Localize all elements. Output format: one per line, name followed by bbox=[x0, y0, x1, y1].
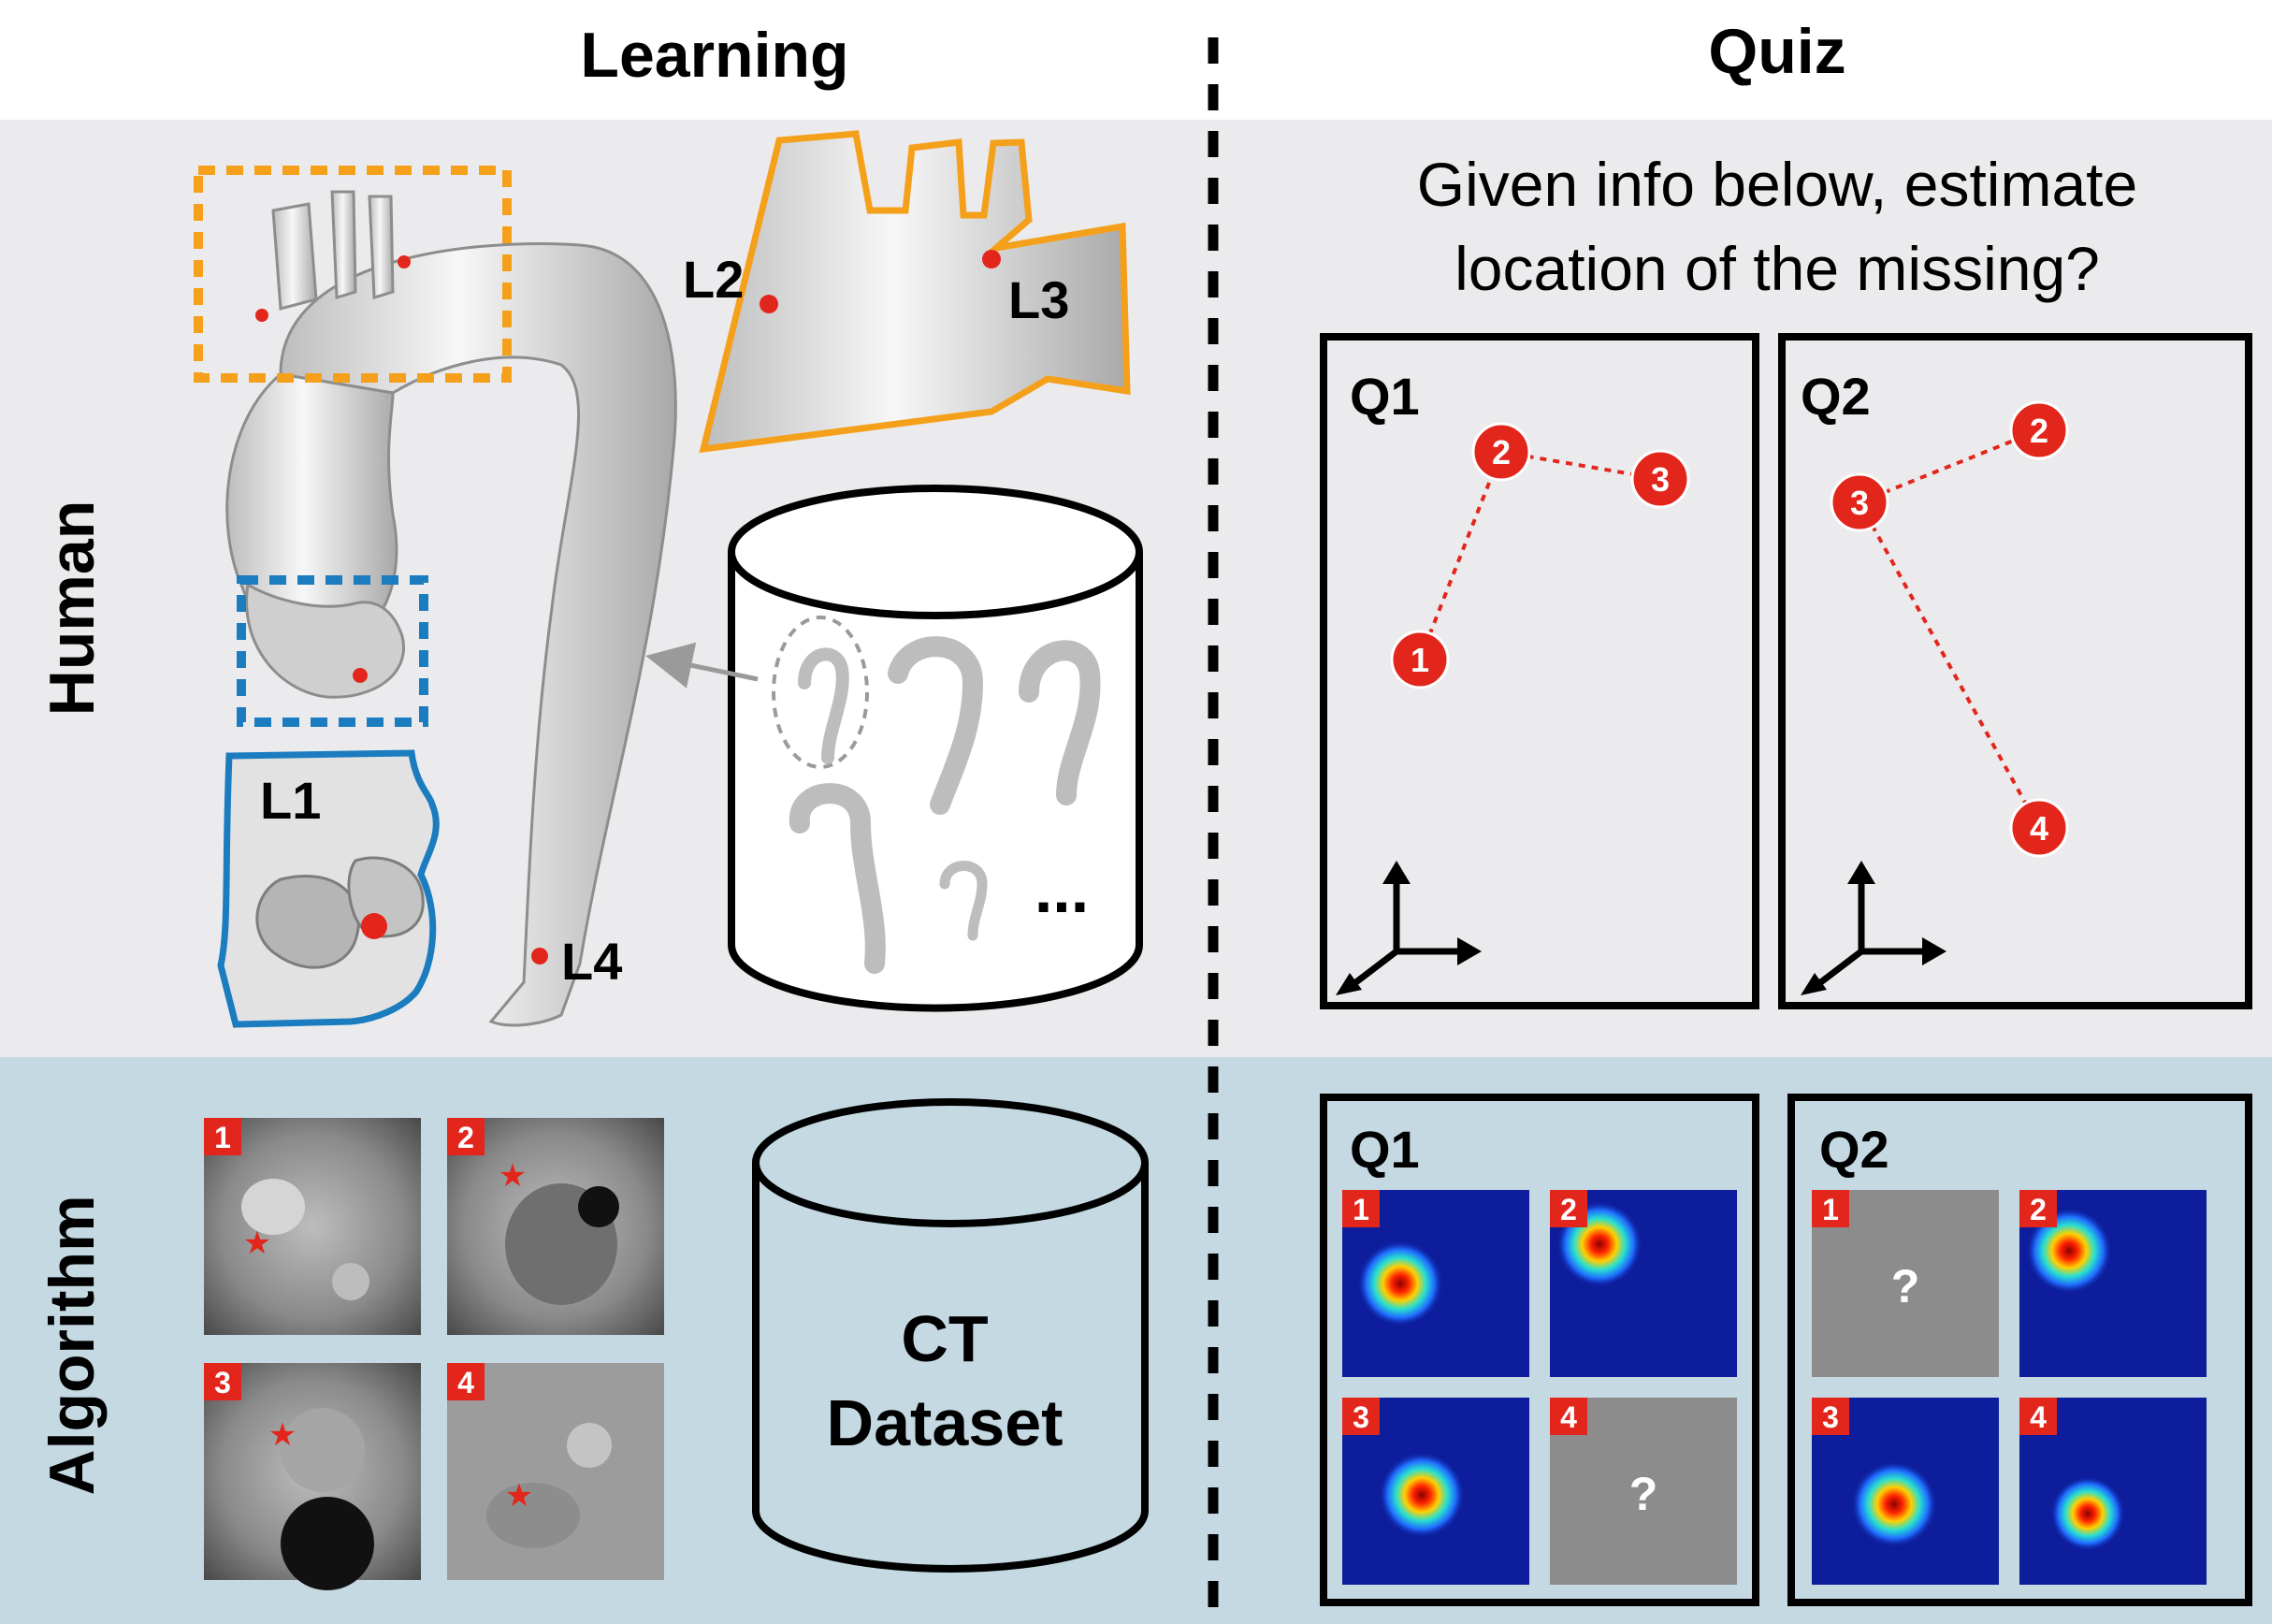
landmark-dot bbox=[353, 668, 368, 683]
svg-text:3: 3 bbox=[214, 1366, 231, 1399]
q1-heatmap-4-missing: 4 ? bbox=[1550, 1398, 1737, 1585]
ct-tile-1: 1 ★ bbox=[204, 1118, 421, 1335]
svg-text:1: 1 bbox=[1822, 1193, 1839, 1226]
svg-text:4: 4 bbox=[2030, 809, 2048, 848]
ct-tile-2: 2 ★ bbox=[447, 1118, 664, 1335]
svg-text:2: 2 bbox=[2030, 412, 2048, 450]
svg-text:2: 2 bbox=[1560, 1193, 1577, 1226]
q2-point-3: 3 bbox=[1830, 472, 1889, 532]
svg-text:1: 1 bbox=[1411, 641, 1429, 679]
landmark-l4-label: L4 bbox=[561, 932, 622, 991]
landmark-l1-label: L1 bbox=[260, 771, 321, 830]
landmark-l3-label: L3 bbox=[1008, 270, 1069, 329]
ct-star: ★ bbox=[243, 1225, 271, 1261]
svg-text:4: 4 bbox=[1560, 1400, 1577, 1434]
q2-heatmap-3: 3 bbox=[1812, 1398, 1999, 1585]
landmark-l2-dot bbox=[760, 295, 778, 313]
quiz-panel-q1-label: Q1 bbox=[1350, 367, 1420, 426]
q2-point-2: 2 bbox=[2009, 400, 2069, 460]
quiz-header: Quiz bbox=[1708, 16, 1845, 87]
selected-shape-circle bbox=[772, 616, 869, 769]
q2-axes-icon bbox=[1801, 861, 1946, 995]
question-line-1: Given info below, estimate bbox=[1417, 150, 2137, 219]
svg-text:3: 3 bbox=[1850, 484, 1869, 522]
q1-heatmap-1: 1 bbox=[1342, 1190, 1529, 1377]
q2-connectors bbox=[1858, 428, 2041, 829]
ct-star: ★ bbox=[268, 1417, 297, 1453]
heatmap-panel-q2-label: Q2 bbox=[1819, 1120, 1889, 1179]
root-zoom-inset bbox=[217, 749, 440, 1028]
ct-tile-3: 3 ★ bbox=[204, 1363, 421, 1590]
q2-heatmap-2: 2 bbox=[2019, 1190, 2207, 1377]
svg-text:3: 3 bbox=[1651, 460, 1670, 499]
ct-dataset-label-line-2: Dataset bbox=[827, 1386, 1064, 1459]
dataset-thumbnails bbox=[789, 636, 1101, 974]
arch-zoom-inset bbox=[699, 130, 1131, 454]
quiz-panel-q2-label: Q2 bbox=[1801, 367, 1871, 426]
quiz-panel-q1 bbox=[1320, 333, 1759, 1009]
svg-text:2: 2 bbox=[1492, 433, 1511, 471]
landmark-dot bbox=[398, 255, 411, 268]
q1-point-3: 3 bbox=[1630, 449, 1690, 509]
q2-point-4: 4 bbox=[2009, 798, 2069, 858]
svg-text:1: 1 bbox=[1353, 1193, 1369, 1226]
svg-text:4: 4 bbox=[457, 1366, 474, 1399]
missing-question-mark: ? bbox=[1891, 1260, 1920, 1312]
question-line-2: location of the missing? bbox=[1454, 234, 2100, 303]
q1-heatmap-2: 2 bbox=[1550, 1190, 1737, 1377]
q1-axes-icon bbox=[1336, 861, 1482, 995]
landmark-l3-dot bbox=[982, 250, 1001, 268]
svg-text:2: 2 bbox=[2030, 1193, 2047, 1226]
ct-tile-4: 4 ★ bbox=[447, 1363, 664, 1580]
landmark-dot bbox=[255, 309, 268, 322]
svg-text:2: 2 bbox=[457, 1121, 474, 1154]
dataset-ellipsis: ... bbox=[1035, 853, 1089, 926]
selection-arrow bbox=[645, 642, 759, 689]
ct-star: ★ bbox=[499, 1158, 527, 1194]
q1-heatmap-3: 3 bbox=[1342, 1398, 1529, 1585]
landmark-l1-dot bbox=[361, 913, 387, 939]
human-row-label: Human bbox=[36, 500, 108, 716]
heatmap-panel-q1 bbox=[1320, 1094, 1759, 1606]
missing-question-mark: ? bbox=[1629, 1468, 1658, 1520]
learning-header: Learning bbox=[580, 20, 848, 91]
root-region-box bbox=[237, 575, 428, 727]
landmark-l2-label: L2 bbox=[683, 250, 744, 309]
ct-dataset-cylinder bbox=[752, 1098, 1149, 1573]
q1-point-1: 1 bbox=[1390, 630, 1450, 689]
heatmap-panel-q2 bbox=[1787, 1094, 2252, 1606]
algorithm-row-label: Algorithm bbox=[36, 1195, 108, 1495]
svg-text:4: 4 bbox=[2030, 1400, 2047, 1434]
landmark-l4-dot bbox=[531, 948, 548, 964]
arch-region-box bbox=[194, 166, 512, 383]
ct-dataset-label-line-1: CT bbox=[901, 1302, 988, 1375]
svg-text:1: 1 bbox=[214, 1121, 231, 1154]
heatmap-panel-q1-label: Q1 bbox=[1350, 1120, 1420, 1179]
q2-heatmap-4: 4 bbox=[2019, 1398, 2207, 1585]
q2-heatmap-1-missing: 1 ? bbox=[1812, 1190, 1999, 1377]
svg-text:3: 3 bbox=[1353, 1400, 1369, 1434]
q1-point-2: 2 bbox=[1471, 422, 1531, 482]
ct-star: ★ bbox=[505, 1478, 533, 1514]
quiz-panel-q2 bbox=[1778, 333, 2252, 1009]
svg-text:3: 3 bbox=[1822, 1400, 1839, 1434]
aorta-model bbox=[225, 190, 677, 1027]
